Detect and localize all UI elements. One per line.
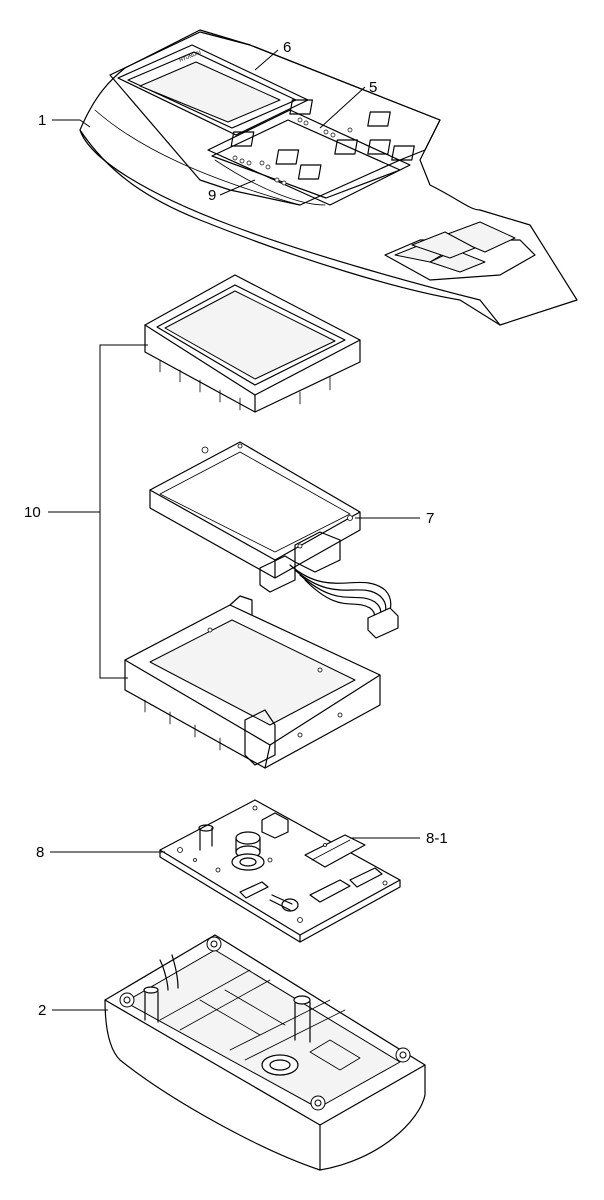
- callout-8-1: 8-1: [426, 830, 448, 847]
- callout-7: 7: [426, 510, 434, 527]
- part-8-circuit-board: [159, 799, 401, 943]
- callout-10: 10: [24, 504, 41, 521]
- part-1-console-housing: HYUNDAI: [79, 29, 578, 326]
- callout-6: 6: [283, 39, 291, 56]
- part-10-front-frame: [144, 274, 361, 413]
- callout-9: 9: [208, 187, 216, 204]
- callout-1: 1: [38, 112, 46, 129]
- leader-lines: [48, 49, 420, 1011]
- callout-2: 2: [38, 1002, 46, 1019]
- part-2-rear-housing: [104, 934, 426, 1171]
- part-7-lcd-module: [149, 441, 399, 639]
- part-10-back-tray: [124, 595, 381, 769]
- callout-5: 5: [369, 79, 377, 96]
- part-10-bracket: [99, 344, 148, 679]
- callout-8: 8: [36, 844, 44, 861]
